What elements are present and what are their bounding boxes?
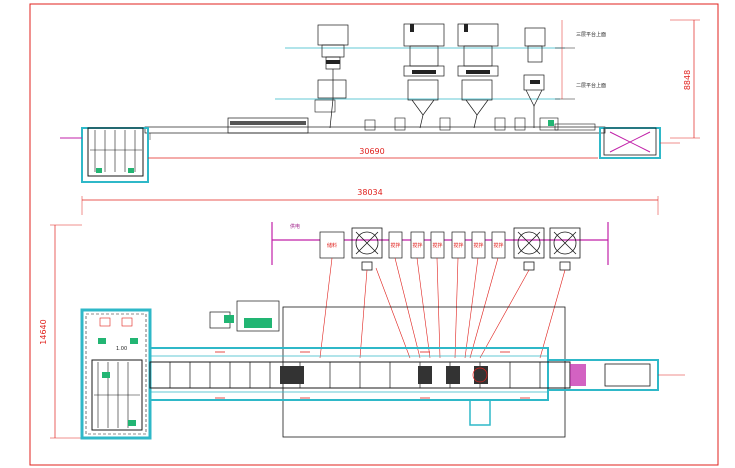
elevation-view: 8848 三层平台上面 二层平台上面 30690 [60,19,700,183]
upper-platform-note: 三层平台上面 [576,31,606,38]
process-box-label-4: 搅拌 [432,242,442,249]
elevation-height-dim: 8848 [683,70,692,90]
process-box-label-5: 搅拌 [453,242,463,249]
production-line [149,347,685,426]
mixer-plan-symbols [351,227,581,271]
process-box-2 [388,231,403,259]
mixer-tower-2 [403,23,445,129]
plan-length-dim: 38034 [357,188,382,197]
process-box-5 [451,231,466,259]
process-boxes: 储料 搅拌 搅拌 搅拌 搅拌 搅拌 搅拌 [319,231,506,259]
process-box-label-7: 搅拌 [493,242,503,249]
leader-lines [319,257,566,359]
panel-label: 1.00 [116,346,127,352]
process-box-1 [319,231,345,259]
middle-platform-note: 二层平台上面 [576,82,606,89]
process-box-label-1: 储料 [327,242,337,249]
process-box-label-2: 搅拌 [390,242,400,249]
loading-pit: 1.00 [80,308,152,440]
drawing-border [29,3,719,466]
feed-label: 供电 [290,223,300,230]
mixer-tower-1 [317,24,349,129]
elevation-length-dim: 30690 [359,147,384,156]
plan-view: 38034 14640 供电 储料 搅拌 搅拌 搅拌 搅拌 搅拌 [39,188,685,440]
mixer-tower-4 [523,27,546,128]
process-box-7 [491,231,506,259]
process-box-3 [410,231,425,259]
process-box-4 [430,231,445,259]
elevation-pit-right [599,127,661,159]
process-box-label-6: 搅拌 [473,242,483,249]
mixer-tower-3 [457,23,499,129]
process-box-label-3: 搅拌 [412,242,422,249]
plan-width-dim: 14640 [39,319,48,344]
process-box-6 [471,231,486,259]
control-panel [209,300,280,332]
